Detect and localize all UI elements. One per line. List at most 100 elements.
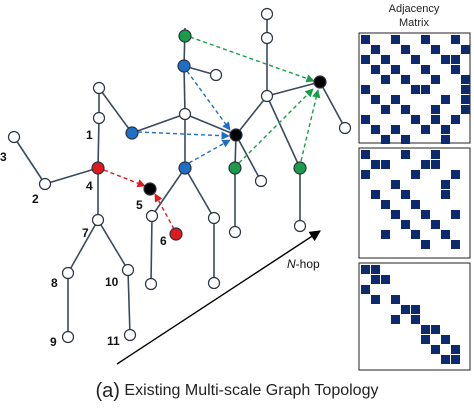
- node-label-11: 11: [107, 334, 120, 348]
- node-white: [260, 7, 274, 21]
- matrix-cell: [421, 125, 430, 134]
- matrix-cell: [441, 335, 450, 344]
- matrix-cell: [391, 65, 400, 74]
- node-white: [260, 31, 274, 45]
- matrix-cell: [381, 160, 390, 169]
- node-white: [92, 81, 106, 95]
- node-white: [38, 177, 52, 191]
- matrix-cell: [431, 160, 440, 169]
- node-white: [121, 263, 135, 277]
- node-label-10: 10: [105, 275, 119, 289]
- node-white: [61, 330, 75, 344]
- matrix-cell: [391, 35, 400, 44]
- matrix-cell: [401, 135, 410, 144]
- node-white: [145, 209, 159, 223]
- matrix-cell: [441, 125, 450, 134]
- matrix-cell: [461, 105, 470, 114]
- matrix-cell: [421, 65, 430, 74]
- matrix-cell: [361, 265, 370, 274]
- matrix-cell: [461, 75, 470, 84]
- matrix-cell: [391, 210, 400, 219]
- matrix-cell: [421, 335, 430, 344]
- node-blue: [177, 59, 191, 73]
- node-labels: 1 2 3 4 5 6 7 8 9 10 11: [0, 128, 167, 349]
- matrix-cell: [371, 265, 380, 274]
- blue-arrow-3: [188, 139, 231, 164]
- matrix-cell: [441, 180, 450, 189]
- matrix-cell: [431, 150, 440, 159]
- node-green: [178, 29, 192, 43]
- node-white: [61, 266, 75, 280]
- node-white: [92, 111, 106, 125]
- skeleton-middle: [131, 27, 262, 285]
- matrix-cell: [401, 75, 410, 84]
- node-white: [254, 174, 268, 188]
- red-arrow-6-to-5: [154, 193, 175, 230]
- matrix-title-line2: Matrix: [399, 17, 429, 29]
- node-white: [293, 219, 307, 233]
- matrix-cell: [381, 200, 390, 209]
- matrix-cell: [371, 65, 380, 74]
- matrix-cell: [431, 345, 440, 354]
- matrix-cell: [431, 45, 440, 54]
- matrix-cell: [451, 345, 460, 354]
- node-red: [169, 227, 183, 241]
- matrix-cell: [441, 55, 450, 64]
- matrix-cell: [431, 75, 440, 84]
- matrix-cell: [401, 220, 410, 229]
- graph-nodes: [7, 7, 352, 344]
- node-white: [260, 89, 274, 103]
- matrix-cell: [391, 295, 400, 304]
- node-label-6: 6: [160, 234, 167, 248]
- node-white: [207, 211, 221, 225]
- matrix-cell: [441, 190, 450, 199]
- node-white: [207, 276, 221, 290]
- node-green: [228, 161, 242, 175]
- matrix-cell: [441, 355, 450, 364]
- matrix-cell: [391, 180, 400, 189]
- matrix-cell: [401, 45, 410, 54]
- matrix-cell: [421, 240, 430, 249]
- matrix-cell: [361, 85, 370, 94]
- matrix-cell: [451, 65, 460, 74]
- matrix-cell: [381, 275, 390, 284]
- green-arrow-3: [300, 89, 321, 162]
- node-label-3: 3: [0, 150, 7, 164]
- green-arrow-1: [189, 36, 315, 83]
- matrix-cell: [441, 230, 450, 239]
- matrix-cell: [411, 85, 420, 94]
- matrix-3-cells: [361, 265, 460, 364]
- matrix-cell: [451, 170, 460, 179]
- red-arrow-4-to-5: [103, 169, 146, 188]
- n-hop-label: N-hop: [287, 257, 320, 271]
- blue-arrow-1: [137, 131, 230, 140]
- node-green: [293, 161, 307, 175]
- matrix-cell: [451, 115, 460, 124]
- matrix-title-line1: Adjacency: [388, 3, 440, 15]
- matrix-cell: [371, 125, 380, 134]
- matrix-cell: [411, 170, 420, 179]
- matrix-cell: [411, 315, 420, 324]
- skeleton-front: [13, 87, 133, 337]
- caption-text: Existing Multi-scale Graph Topology: [124, 382, 379, 399]
- matrix-cell: [431, 325, 440, 334]
- node-white: [228, 225, 242, 239]
- node-white: [91, 213, 105, 227]
- matrix-cell: [431, 115, 440, 124]
- matrix-cell: [381, 135, 390, 144]
- matrix-cell: [421, 35, 430, 44]
- matrix-cell: [361, 150, 370, 159]
- matrix-cell: [361, 55, 370, 64]
- matrix-cell: [401, 190, 410, 199]
- hop-arrows: [103, 36, 321, 230]
- matrix-cell: [451, 210, 460, 219]
- node-white: [178, 107, 192, 121]
- node-label-5: 5: [136, 198, 143, 212]
- matrix-cell: [391, 315, 400, 324]
- adjacency-matrices: [358, 32, 471, 371]
- green-arrow-2: [238, 88, 314, 164]
- node-white: [7, 130, 21, 144]
- node-white: [123, 328, 137, 342]
- matrix-cell: [411, 230, 420, 239]
